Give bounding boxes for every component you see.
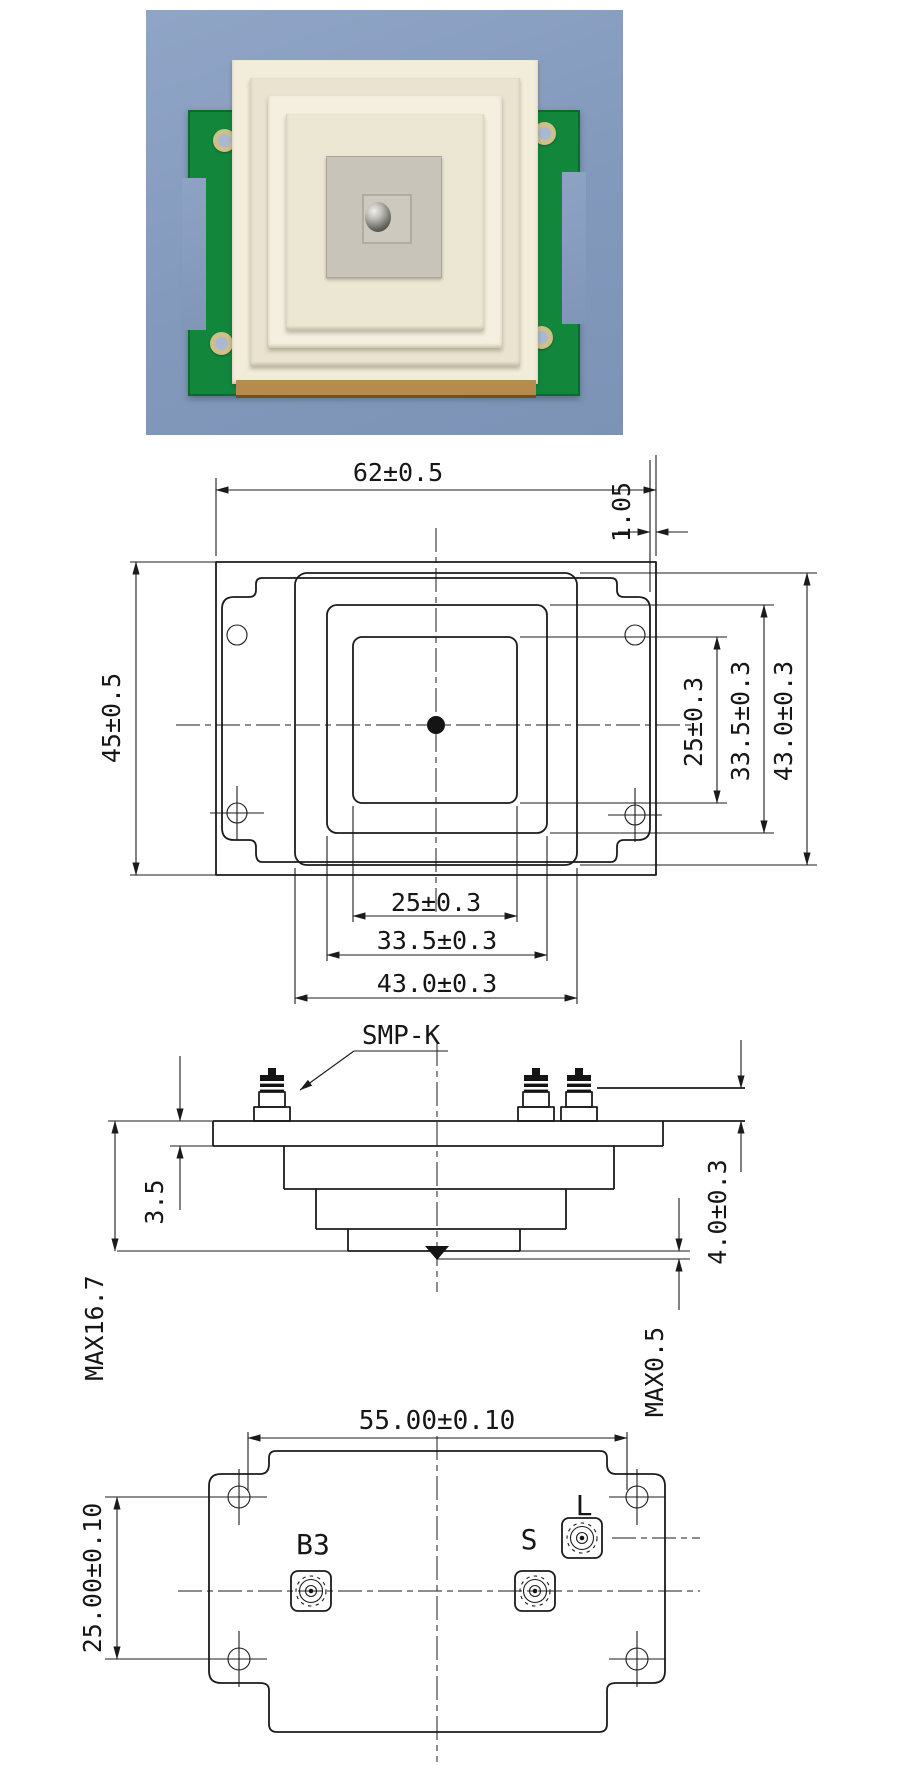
svg-text:25.00±0.10: 25.00±0.10 (78, 1503, 107, 1654)
svg-text:MAX16.7: MAX16.7 (80, 1275, 109, 1380)
ceramic-square-inner (352, 636, 518, 804)
svg-text:55.00±0.10: 55.00±0.10 (359, 1406, 516, 1436)
smp-connector-3 (560, 1068, 598, 1122)
dim-hole-spacing: 25.00±0.10 (78, 1496, 226, 1660)
dim-height-left: 45±0.5 (97, 561, 216, 876)
hole-top-left (226, 624, 248, 646)
port-s-label: S (521, 1523, 538, 1556)
dim-bottom-inner: 25±0.3 (352, 806, 518, 922)
svg-text:43.0±0.3: 43.0±0.3 (377, 969, 497, 998)
pcb-right-notch (562, 172, 586, 324)
svg-text:MAX0.5: MAX0.5 (640, 1327, 669, 1417)
dim-bottom-mid: 33.5±0.3 (326, 836, 548, 961)
svg-text:33.5±0.3: 33.5±0.3 (726, 661, 755, 781)
svg-text:4.0±0.3: 4.0±0.3 (703, 1159, 732, 1264)
dim-max-protrusion: MAX0.5 (640, 1198, 683, 1417)
bottom-hole-bottom-right (609, 1631, 665, 1687)
feed-point (427, 716, 445, 734)
svg-text:3.5: 3.5 (140, 1179, 169, 1224)
dim-edge-offset: 1.05 (607, 460, 688, 592)
feed-hole (365, 202, 391, 232)
ceramic-stack-side (283, 1146, 615, 1252)
bottom-plate-outline (208, 1450, 666, 1733)
pcb-outline (215, 561, 657, 876)
svg-text:SMP-K: SMP-K (362, 1021, 441, 1051)
port-l (561, 1517, 603, 1559)
bottom-hole-top-right (609, 1469, 665, 1525)
dim-max-height: MAX16.7 (80, 1120, 119, 1381)
svg-text:33.5±0.3: 33.5±0.3 (377, 926, 497, 955)
port-b3 (290, 1570, 332, 1612)
top-view-drawing: 62±0.5 1.05 45±0.5 25±0.3 (97, 455, 817, 1004)
bottom-view-drawing: B3 S L 55.00±0.10 25.00±0.10 (78, 1406, 700, 1762)
dim-right-outer: 43.0±0.3 (580, 572, 817, 866)
side-view-drawing: SMP-K 3.5 MAX16.7 4.0±0.3 (80, 1021, 745, 1417)
datum-arrow (425, 1246, 449, 1260)
base-plate-outline (221, 577, 651, 863)
hole-bottom-right (608, 788, 662, 842)
svg-text:25±0.3: 25±0.3 (391, 888, 481, 917)
dim-plate-thickness: 3.5 (140, 1056, 184, 1225)
dim-bottom-width: 55.00±0.10 (247, 1406, 628, 1490)
hole-bottom-left (210, 786, 264, 840)
port-s (514, 1570, 556, 1612)
svg-text:43.0±0.3: 43.0±0.3 (769, 661, 798, 781)
product-photo (146, 10, 623, 435)
svg-text:1.05: 1.05 (607, 482, 636, 542)
svg-text:62±0.5: 62±0.5 (353, 458, 443, 487)
dim-bottom-outer: 43.0±0.3 (294, 868, 578, 1004)
svg-text:45±0.5: 45±0.5 (97, 673, 126, 763)
hole-top-right (624, 624, 646, 646)
dim-base-thickness: 4.0±0.3 (703, 1040, 745, 1265)
substrate-edge (236, 380, 536, 398)
svg-text:25±0.3: 25±0.3 (679, 677, 708, 767)
ceramic-square-mid (326, 604, 548, 834)
dim-width-top: 62±0.5 (215, 455, 657, 556)
smp-connector-1 (253, 1068, 291, 1122)
dim-right-mid: 33.5±0.3 (550, 604, 774, 834)
dim-right-inner: 25±0.3 (520, 636, 727, 804)
ceramic-square-outer (294, 572, 578, 866)
port-l-label: L (576, 1489, 593, 1522)
mounting-hole-photo-bottom-left (210, 332, 233, 355)
smp-connector-2 (517, 1068, 555, 1122)
pcb-left-notch (182, 178, 206, 330)
connector-callout: SMP-K (299, 1021, 448, 1091)
port-b3-label: B3 (296, 1528, 330, 1561)
